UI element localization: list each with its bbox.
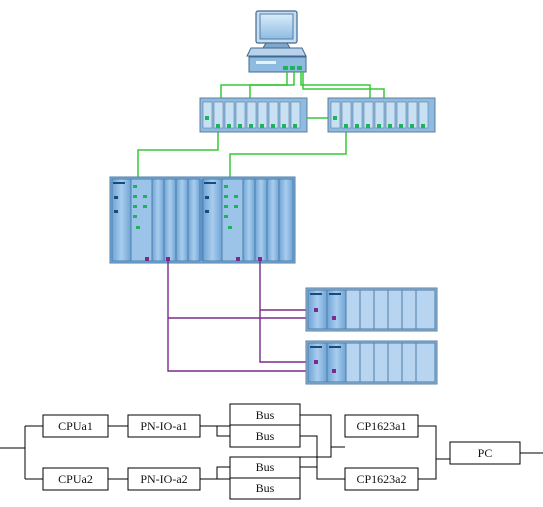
svg-text:Bus: Bus [256, 429, 275, 443]
svg-text:PN-IO-a1: PN-IO-a1 [140, 419, 187, 433]
cpu-a2-block: CPUa2 [42, 467, 109, 491]
bus-block: Bus [229, 403, 301, 426]
io-station-icon [305, 340, 438, 385]
svg-text:PC: PC [478, 446, 493, 460]
bus-block: Bus [229, 456, 301, 479]
io-station-icon [305, 287, 438, 332]
pnio-a2-block: PN-IO-a2 [127, 467, 201, 491]
svg-text:CPUa1: CPUa1 [58, 419, 93, 433]
plc-rack-icon [109, 176, 296, 264]
svg-text:Bus: Bus [256, 460, 275, 474]
block-connectors [0, 414, 543, 480]
svg-text:Bus: Bus [256, 481, 275, 495]
bus-block: Bus [229, 424, 301, 448]
cp1623-a1-block: CP1623a1 [344, 414, 419, 438]
switch-icon [327, 97, 436, 133]
svg-text:PN-IO-a2: PN-IO-a2 [140, 472, 187, 486]
cp1623-a2-block: CP1623a2 [344, 467, 419, 491]
svg-text:CP1623a2: CP1623a2 [356, 472, 406, 486]
svg-text:CPUa2: CPUa2 [58, 472, 93, 486]
svg-text:CP1623a1: CP1623a1 [356, 419, 406, 433]
pc-block: PC [449, 441, 521, 465]
switch-icon [199, 97, 308, 133]
cpu-a1-block: CPUa1 [42, 414, 109, 438]
computer-icon [246, 10, 307, 73]
bus-block: Bus [229, 477, 301, 500]
svg-text:Bus: Bus [256, 408, 275, 422]
pnio-a1-block: PN-IO-a1 [127, 414, 201, 438]
